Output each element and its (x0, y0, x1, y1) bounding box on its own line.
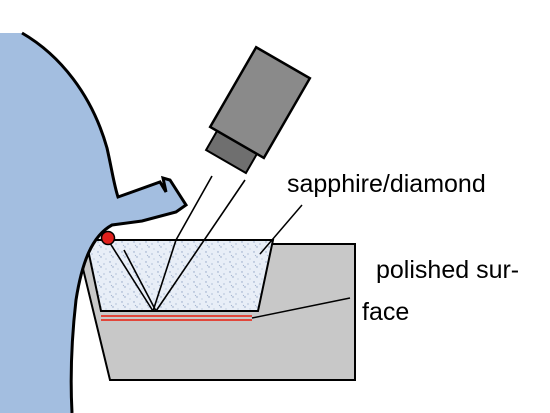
ray-paths (107, 175, 246, 312)
label-polished-surface-line2: face (362, 298, 409, 326)
contact-point-icon (100, 230, 116, 246)
leader-sapphire-diamond (259, 204, 303, 255)
workpiece (0, 33, 186, 413)
workpiece-outline (21, 31, 189, 413)
camera-icon (204, 45, 312, 175)
label-sapphire-diamond: sapphire/diamond (287, 170, 486, 198)
label-polished-surface-line1: polished sur- (376, 256, 519, 284)
leader-polished-surface (251, 297, 351, 319)
